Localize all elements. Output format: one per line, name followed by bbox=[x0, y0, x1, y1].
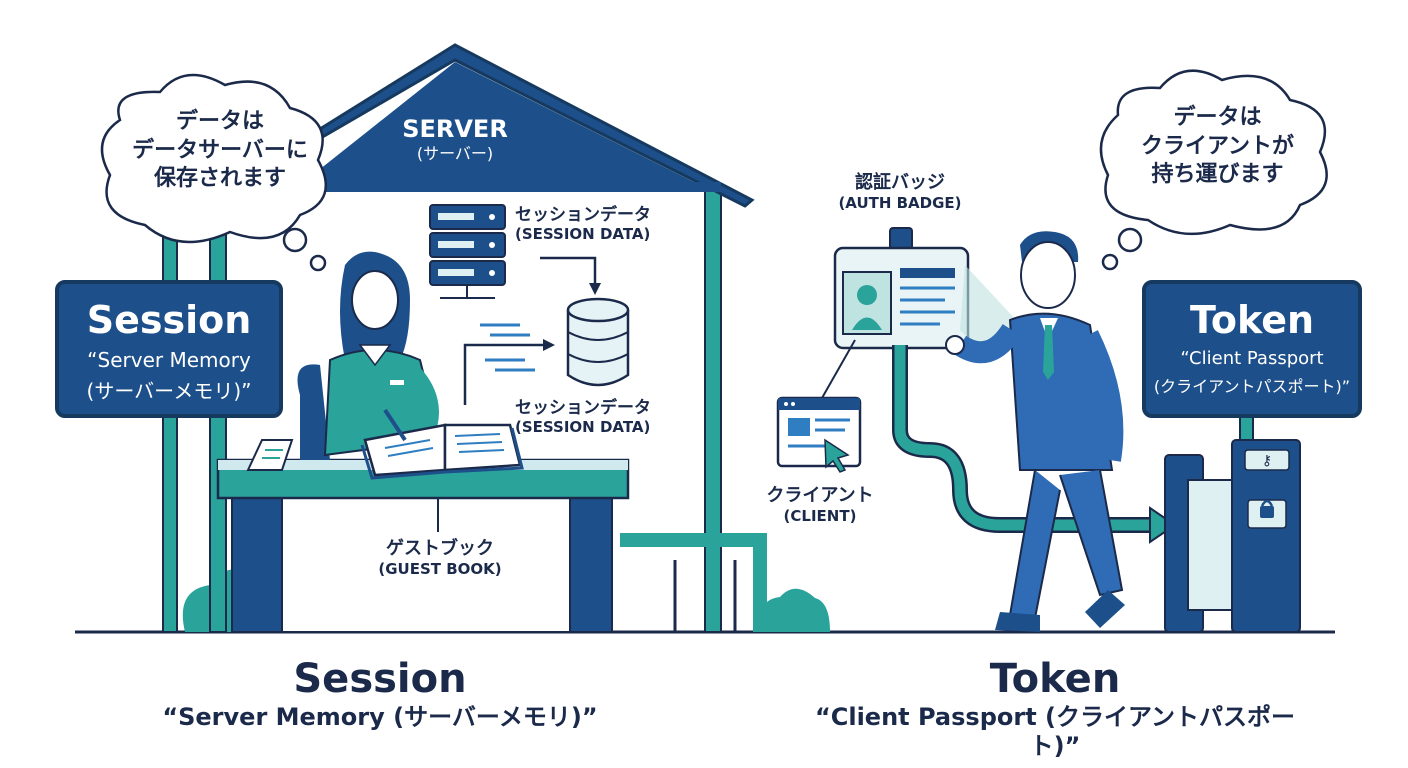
token-sign-line2: (クライアントパスポート)” bbox=[1153, 376, 1351, 396]
client-browser-icon bbox=[776, 396, 862, 473]
session-sign-line2: (サーバーメモリ)” bbox=[86, 379, 252, 403]
session-data-label-1: セッションデータ (SESSION DATA) bbox=[515, 205, 690, 243]
businessman-figure bbox=[945, 231, 1125, 632]
auth-badge-icon bbox=[833, 227, 1030, 360]
flow-path-arrow bbox=[894, 345, 1155, 531]
server-rack-icon bbox=[429, 204, 506, 299]
token-caption: Token “Client Passport (クライアントパスポート)” bbox=[790, 655, 1320, 761]
data-lines-icon bbox=[480, 323, 535, 372]
thought-text-session: データは データサーバーに 保存されます bbox=[120, 108, 320, 194]
lock-icon bbox=[1260, 506, 1274, 518]
token-sign-line1: “Client Passport bbox=[1180, 348, 1324, 369]
security-gate: ⚷ bbox=[1164, 439, 1301, 633]
thought-text-token: データは クライアントが 持ち運びます bbox=[1120, 104, 1315, 190]
reception-desk bbox=[216, 458, 630, 633]
name-plate-icon bbox=[246, 439, 294, 471]
label-en: (SESSION DATA) bbox=[515, 418, 651, 437]
session-sign-title: Session bbox=[86, 298, 252, 342]
label-en: (AUTH BADGE) bbox=[838, 193, 962, 212]
token-caption-subtitle: “Client Passport (クライアントパスポート)” bbox=[814, 703, 1296, 760]
session-caption: Session “Server Memory (サーバーメモリ)” bbox=[130, 655, 630, 732]
session-caption-subtitle: “Server Memory (サーバーメモリ)” bbox=[162, 703, 598, 731]
thought-cloud-token bbox=[1099, 69, 1328, 271]
label-jp: セッションデータ bbox=[515, 398, 651, 418]
thought-line: データは bbox=[175, 109, 264, 134]
label-jp: 認証バッジ bbox=[855, 172, 945, 193]
server-house bbox=[209, 43, 767, 633]
token-caption-title: Token bbox=[989, 656, 1121, 702]
pen-icon bbox=[383, 408, 407, 442]
guest-book-label: ゲストブック (GUEST BOOK) bbox=[355, 538, 525, 578]
thought-line: 持ち運びます bbox=[1151, 162, 1284, 188]
arrow-down-icon bbox=[540, 256, 597, 285]
thought-cloud-session bbox=[100, 73, 328, 272]
thought-line: 保存されます bbox=[153, 166, 286, 192]
session-sign-line1: “Server Memory bbox=[87, 348, 251, 372]
server-subtitle: (サーバー) bbox=[416, 143, 494, 163]
thought-line: クライアントが bbox=[1140, 133, 1295, 159]
label-jp: ゲストブック bbox=[386, 538, 494, 559]
session-caption-title: Session bbox=[293, 656, 467, 702]
session-data-label-2: セッションデータ (SESSION DATA) bbox=[515, 398, 690, 436]
bush-middle bbox=[759, 588, 830, 632]
auth-badge-label: 認証バッジ (AUTH BADGE) bbox=[820, 172, 980, 212]
token-sign: Token “Client Passport (クライアントパスポート)” bbox=[1142, 280, 1362, 418]
cursor-icon bbox=[824, 438, 850, 473]
key-icon: ⚷ bbox=[1262, 453, 1272, 469]
database-icon bbox=[566, 297, 630, 387]
label-jp: セッションデータ bbox=[515, 205, 651, 225]
thought-line: データは bbox=[1173, 105, 1262, 130]
server-label: SERVER (サーバー) bbox=[365, 115, 545, 163]
guest-book-icon bbox=[360, 408, 524, 480]
token-sign-title: Token bbox=[1189, 298, 1315, 342]
badge-pointer-line bbox=[821, 339, 856, 399]
session-sign: Session “Server Memory (サーバーメモリ)” bbox=[55, 280, 283, 418]
client-label: クライアント (CLIENT) bbox=[755, 485, 885, 525]
server-title: SERVER bbox=[402, 115, 508, 143]
label-en: (SESSION DATA) bbox=[515, 225, 651, 244]
label-en: (GUEST BOOK) bbox=[378, 559, 502, 578]
thought-line: データサーバーに bbox=[132, 137, 308, 163]
label-jp: クライアント bbox=[766, 485, 874, 506]
arrow-right-icon bbox=[463, 343, 545, 405]
label-en: (CLIENT) bbox=[783, 506, 857, 525]
